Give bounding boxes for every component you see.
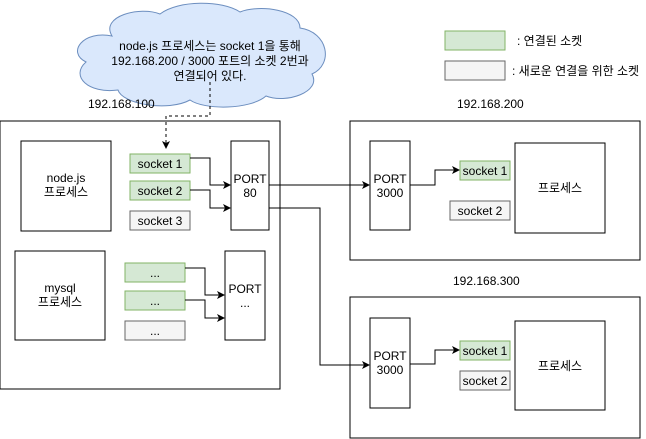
- mysql-process-line-2: 프로세스: [38, 295, 82, 309]
- legend-new-label: : 새로운 연결을 위한 소켓: [512, 64, 639, 78]
- host-300-ip: 192.168.300: [453, 274, 520, 288]
- host-300-socket-2: [459, 370, 511, 391]
- mysql-port-line-2: ...: [240, 296, 250, 310]
- host-300-process-box: [514, 320, 606, 411]
- nodejs-process-line-1: node.js: [47, 171, 86, 185]
- host-200-port-line-1: PORT: [373, 172, 407, 186]
- mysql-socket-3-label: ...: [150, 324, 160, 338]
- mysql-port-line-1: PORT: [228, 282, 262, 296]
- host-300-socket-1-label: socket 1: [463, 344, 508, 358]
- host-200-port-to-socket-arrow: [410, 166, 460, 186]
- nodejs-socket-2-label: socket 2: [138, 184, 183, 198]
- legend-new-swatch: [444, 60, 506, 81]
- cloud-line-1: node.js 프로세스는 socket 1을 통해: [119, 39, 301, 53]
- socket-1-to-port-80-arrow: [190, 157, 231, 189]
- cloud-shape: [77, 2, 326, 108]
- host-200-process-box: [514, 142, 606, 234]
- nodejs-socket-3: [129, 210, 191, 231]
- host-300-port-box: [369, 317, 411, 409]
- host-200-process-label: 프로세스: [538, 181, 582, 195]
- host-200-socket-1: [459, 160, 511, 181]
- mysql-socket-3: [124, 320, 186, 341]
- connectors: [162, 82, 460, 369]
- nodejs-port-line-1: PORT: [233, 172, 267, 186]
- cloud-line-2: 192.168.200 / 3000 포트의 소켓 2번과: [111, 54, 308, 68]
- legend: : 연결된 소켓 : 새로운 연결을 위한 소켓: [444, 30, 639, 81]
- host-200-port-box: [369, 140, 411, 231]
- host-300-socket-2-label: socket 2: [463, 374, 508, 388]
- nodejs-process-box: [20, 140, 112, 232]
- host-200-ip: 192.168.200: [457, 97, 524, 111]
- mysql-process-box: [14, 250, 106, 341]
- nodejs-port-box: [230, 140, 270, 231]
- mysql-socket-2-to-port-arrow: [185, 299, 225, 322]
- nodejs-port-line-2: 80: [243, 186, 257, 200]
- nodejs-socket-1-label: socket 1: [138, 157, 183, 171]
- host-300-port-to-socket-arrow: [410, 346, 460, 365]
- host-300-port-line-1: PORT: [373, 349, 407, 363]
- annotation-cloud: node.js 프로세스는 socket 1을 통해 192.168.200 /…: [77, 2, 326, 108]
- host-200-port-line-2: 3000: [377, 186, 404, 200]
- host-200-socket-2-label: socket 2: [458, 204, 503, 218]
- mysql-socket-1-label: ...: [150, 266, 160, 280]
- nodejs-socket-1: [129, 153, 191, 174]
- mysql-port-box: [224, 250, 266, 341]
- socket-2-to-port-80-arrow: [190, 189, 231, 212]
- cloud-pointer-arrow: [162, 82, 211, 149]
- nodejs-socket-3-label: socket 3: [138, 214, 183, 228]
- mysql-socket-2-label: ...: [150, 294, 160, 308]
- cloud-line-3: 연결되어 있다.: [174, 69, 247, 83]
- host-300-socket-1: [459, 340, 511, 361]
- mysql-socket-1: [124, 262, 186, 283]
- mysql-process-line-1: mysql: [44, 281, 75, 295]
- port-80-to-host-300-arrow: [269, 207, 370, 369]
- host-100-ip: 192.168.100: [88, 97, 155, 111]
- host-300-process-label: 프로세스: [538, 359, 582, 373]
- nodejs-process-line-2: 프로세스: [44, 185, 88, 199]
- host-200-socket-1-label: socket 1: [463, 164, 508, 178]
- host-200-socket-2: [449, 200, 511, 221]
- mysql-socket-1-to-port-arrow: [185, 267, 225, 299]
- host-300-port-line-2: 3000: [377, 363, 404, 377]
- legend-connected-label: : 연결된 소켓: [517, 34, 582, 48]
- legend-connected-swatch: [444, 30, 506, 51]
